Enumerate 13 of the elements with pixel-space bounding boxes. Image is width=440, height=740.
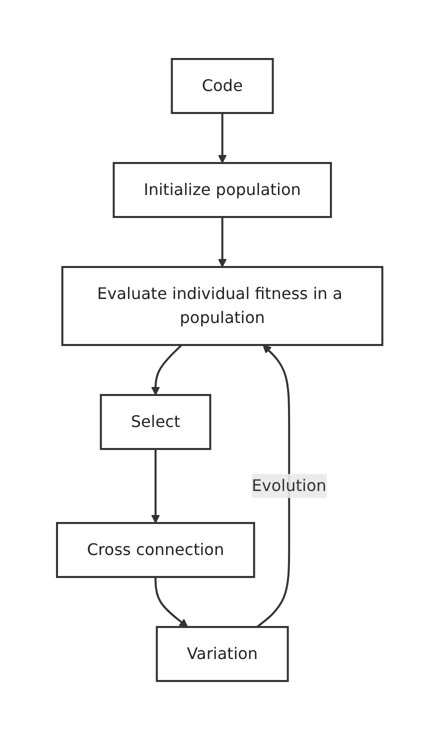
arrow [154, 576, 188, 628]
node-box: Evaluate individual fitness in a population [62, 266, 384, 346]
node-box: Initialize population [113, 162, 332, 218]
arrow [256, 344, 290, 628]
arrow [151, 344, 183, 396]
node-box: Select [100, 394, 212, 450]
arrow [218, 217, 228, 268]
arrow [151, 449, 160, 524]
node-box: Cross connection [56, 522, 256, 578]
node-box: Variation [156, 626, 290, 682]
edge-label: Evolution [252, 476, 327, 495]
node-box: Code [171, 58, 274, 114]
arrow [218, 113, 228, 164]
